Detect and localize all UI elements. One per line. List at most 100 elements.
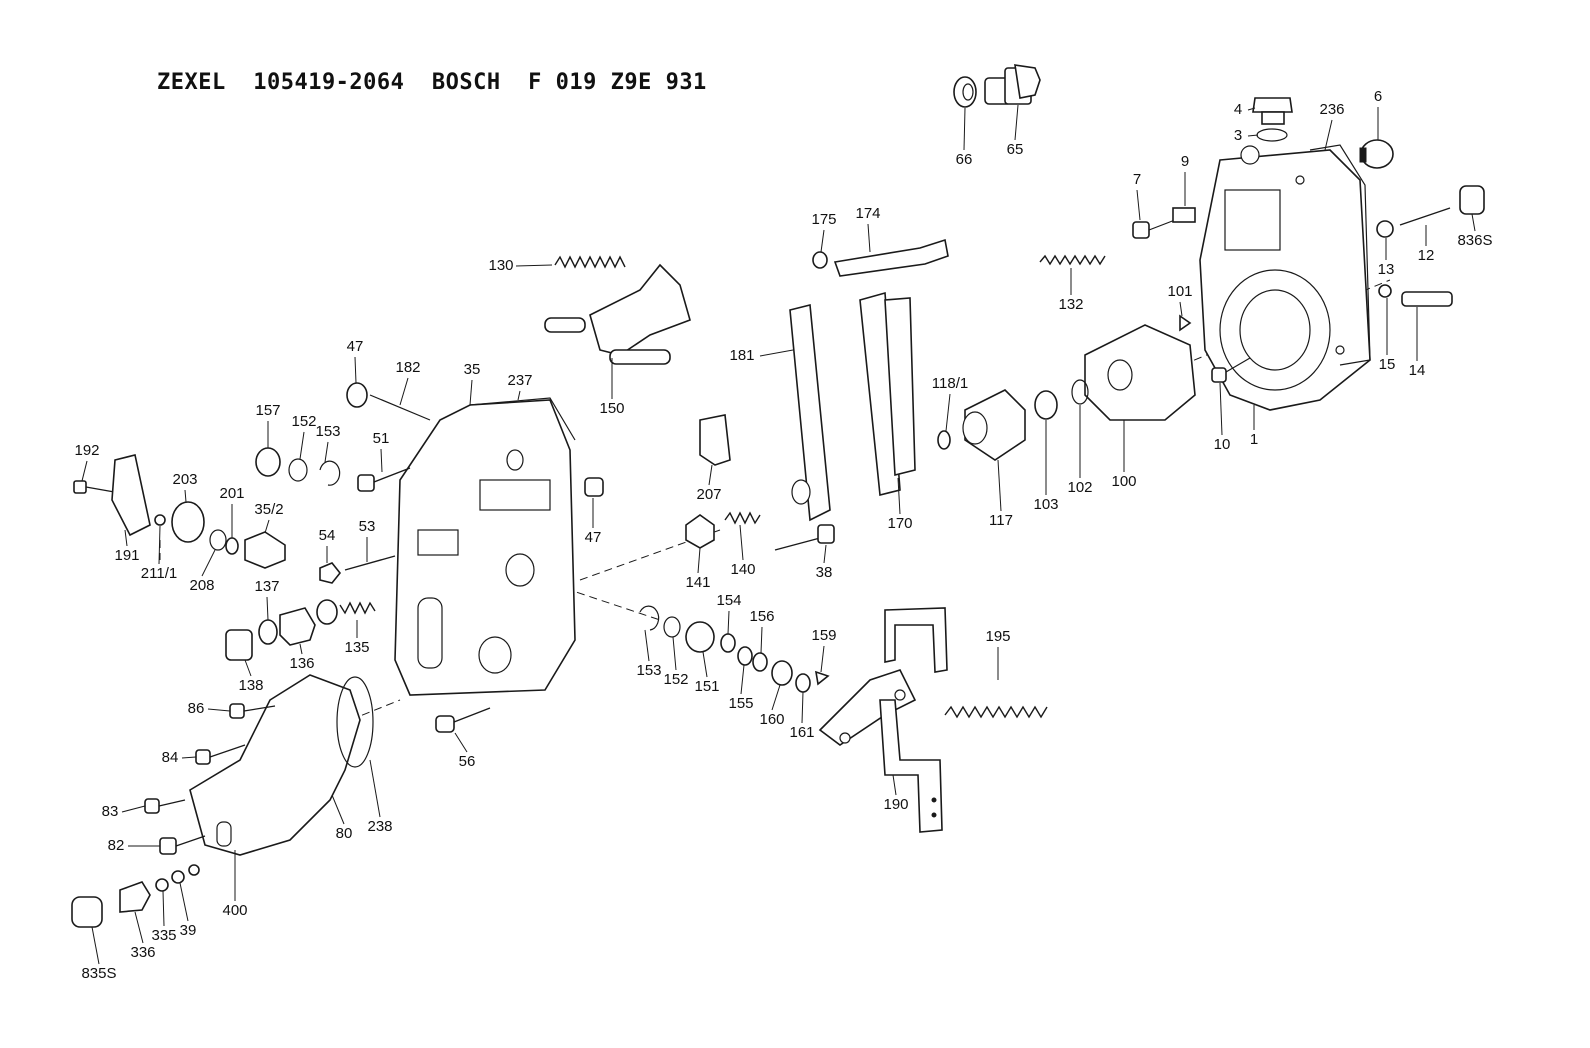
part-835s-cap [71,896,103,928]
label-100: 100 [1111,473,1136,490]
part-161-washer [795,673,811,693]
label-80: 80 [336,825,353,842]
label-208: 208 [189,577,214,594]
part-159-key [814,670,830,686]
label-152-bottom: 152 [663,671,688,688]
part-191-plate [111,454,151,537]
label-35: 35 [464,361,481,378]
part-203-cap [171,501,205,543]
part-53-screw [344,555,396,571]
label-14: 14 [1409,362,1426,379]
part-836s-cap [1459,185,1485,215]
label-160: 160 [759,711,784,728]
part-201-washer [225,537,239,555]
label-65: 65 [1007,141,1024,158]
label-191: 191 [114,547,139,564]
label-102: 102 [1067,479,1092,496]
part-236-gasket [1309,144,1371,366]
part-181-lever [789,303,831,522]
label-155: 155 [728,695,753,712]
label-13: 13 [1378,261,1395,278]
part-130-spring [554,255,626,269]
part-9-plate [1172,207,1196,223]
label-3: 3 [1234,127,1242,144]
part-102-ring [1071,379,1089,405]
label-10: 10 [1214,436,1231,453]
axis-line-lower [539,579,661,621]
part-238-o-ring [336,676,374,768]
label-117: 117 [989,512,1013,529]
label-118-1: 118/1 [932,375,968,392]
part-141-nut [685,514,715,549]
label-15: 15 [1379,356,1396,373]
label-192: 192 [74,442,99,459]
part-160-spacer [771,660,793,686]
part-208-ring [209,529,227,551]
part-101-key [1179,314,1192,332]
part-39-washer [171,870,185,884]
label-138: 138 [238,677,263,694]
label-190: 190 [883,796,908,813]
label-335: 335 [151,927,176,944]
part-132-spring [1039,254,1106,266]
part-140-spring-plug [724,511,761,525]
part-117-sleeve [962,389,1026,461]
label-237: 237 [507,372,532,389]
label-38: 38 [816,564,833,581]
part-15-washer [1378,284,1392,298]
label-141: 141 [685,574,710,591]
part-number-labels: 1 3 4 6 7 9 10 12 13 14 15 35 35/2 38 39… [74,88,1492,982]
diagram-title: ZEXEL 105419-2064 BOSCH F 019 Z9E 931 [157,70,707,95]
part-7-bolt [1132,219,1176,239]
part-138-cap [225,629,253,661]
part-182-pin [369,394,431,421]
label-153-bottom: 153 [636,662,661,679]
label-101: 101 [1167,283,1192,300]
label-53: 53 [359,518,376,535]
part-155-washer [737,646,753,666]
label-51: 51 [373,430,390,447]
label-132: 132 [1058,296,1083,313]
label-174: 174 [855,205,880,222]
part-170-lever [859,291,901,497]
label-170: 170 [887,515,912,532]
label-157: 157 [255,402,280,419]
label-203: 203 [172,471,197,488]
part-151-plug [685,621,715,653]
part-47-screw-right [584,477,604,497]
label-238: 238 [367,818,392,835]
part-137-washer [258,619,278,645]
label-1: 1 [1250,431,1258,448]
label-82: 82 [108,837,125,854]
part-14-pin [1401,291,1453,307]
part-170-lever-b [884,297,916,477]
part-6-cap [1359,139,1394,169]
part-150-lever [544,263,691,365]
label-135: 135 [344,639,369,656]
label-836s: 836S [1457,232,1492,249]
label-9: 9 [1181,153,1189,170]
part-136-nut [279,607,316,646]
label-12: 12 [1418,247,1435,264]
label-152-top: 152 [291,413,316,430]
part-35-governor-cover [394,399,576,696]
part-100-flyweight [1084,324,1196,421]
label-47-top: 47 [347,338,364,355]
label-4: 4 [1234,101,1242,118]
part-82-bolt [159,835,206,855]
part-38-screw [774,524,835,551]
part-157-plug [255,447,281,477]
label-66: 66 [956,151,973,168]
label-400: 400 [222,902,247,919]
part-56-screw [435,707,491,733]
label-161: 161 [789,724,814,741]
part-54-nut [319,562,342,584]
label-7: 7 [1133,171,1141,188]
label-39: 39 [180,922,197,939]
part-10-bolt [1211,357,1251,383]
label-236: 236 [1319,101,1344,118]
part-152-o-ring [288,458,308,482]
label-159: 159 [811,627,836,644]
part-3-ring [1256,128,1288,142]
label-336: 336 [130,944,155,961]
